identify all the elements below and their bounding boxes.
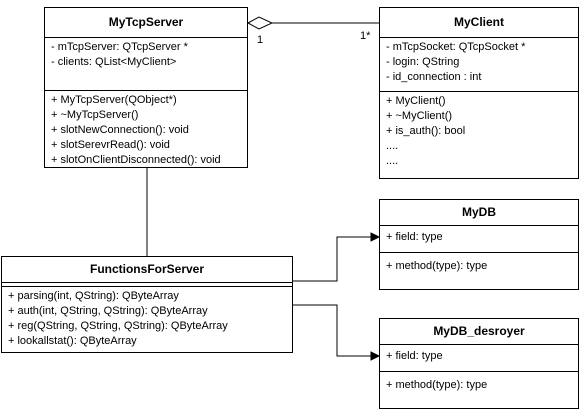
method: + reg(QString, QString, QString): QByteA… xyxy=(8,320,228,332)
aggregation-diamond xyxy=(246,16,274,30)
attribute: + field: type xyxy=(386,350,443,362)
class-name: MyTcpServer xyxy=(45,8,247,38)
arrow-to-mydb-desroyer xyxy=(293,304,373,357)
method: + ~MyClient() xyxy=(386,110,453,122)
arrow-head-mydb-desroyer xyxy=(370,351,381,361)
attributes-section: + field: type xyxy=(380,226,578,252)
method: + auth(int, QString, QString): QByteArra… xyxy=(8,305,208,317)
class-functionsforserver[interactable]: FunctionsForServer + parsing(int, QStrin… xyxy=(1,256,293,353)
attribute: + field: type xyxy=(386,231,443,243)
attribute: - mTcpSocket: QTcpSocket * xyxy=(386,41,526,53)
arrow-head-mydb xyxy=(370,232,381,242)
class-mydb[interactable]: MyDB + field: type + method(type): type xyxy=(379,199,579,290)
attribute: - mTcpServer: QTcpServer * xyxy=(51,41,188,53)
method: .... xyxy=(386,140,399,152)
attributes-section: + field: type xyxy=(380,345,578,371)
method: + slotSerevrRead(): void xyxy=(51,139,170,151)
method: + ~MyTcpServer() xyxy=(51,109,139,121)
method: + parsing(int, QString): QByteArray xyxy=(8,290,179,302)
method: + lookallstat(): QByteArray xyxy=(8,335,137,347)
method: + method(type): type xyxy=(386,379,488,391)
class-name: FunctionsForServer xyxy=(2,257,292,283)
attributes-section: - mTcpSocket: QTcpSocket * - login: QStr… xyxy=(380,38,578,91)
method: + method(type): type xyxy=(386,260,488,272)
class-name: MyDB xyxy=(380,200,578,226)
class-mytcpserver[interactable]: MyTcpServer - mTcpServer: QTcpServer * -… xyxy=(44,7,248,168)
method: + slotNewConnection(): void xyxy=(51,124,189,136)
attributes-section: - mTcpServer: QTcpServer * - clients: QL… xyxy=(45,38,247,90)
class-name: MyClient xyxy=(380,8,578,38)
arrow-to-mydb xyxy=(293,236,373,282)
methods-section: + method(type): type xyxy=(380,252,578,289)
multiplicity-server-end: 1 xyxy=(257,34,264,46)
method: + slotOnClientDisconnected(): void xyxy=(51,154,221,166)
methods-section: + MyTcpServer(QObject*) + ~MyTcpServer()… xyxy=(45,90,247,167)
method: .... xyxy=(386,155,399,167)
method: + MyClient() xyxy=(386,95,446,107)
multiplicity-client-end: 1* xyxy=(360,30,371,42)
class-mydb-desroyer[interactable]: MyDB_desroyer + field: type + method(typ… xyxy=(379,318,579,409)
methods-section: + parsing(int, QString): QByteArray + au… xyxy=(2,286,292,352)
attribute: - login: QString xyxy=(386,56,460,68)
methods-section: + method(type): type xyxy=(380,371,578,408)
methods-section: + MyClient() + ~MyClient() + is_auth(): … xyxy=(380,91,578,178)
method: + is_auth(): bool xyxy=(386,125,466,137)
attribute: - clients: QList<MyClient> xyxy=(51,56,177,68)
method: + MyTcpServer(QObject*) xyxy=(51,94,177,106)
class-name: MyDB_desroyer xyxy=(380,319,578,345)
class-myclient[interactable]: MyClient - mTcpSocket: QTcpSocket * - lo… xyxy=(379,7,579,179)
attribute: - id_connection : int xyxy=(386,71,482,83)
